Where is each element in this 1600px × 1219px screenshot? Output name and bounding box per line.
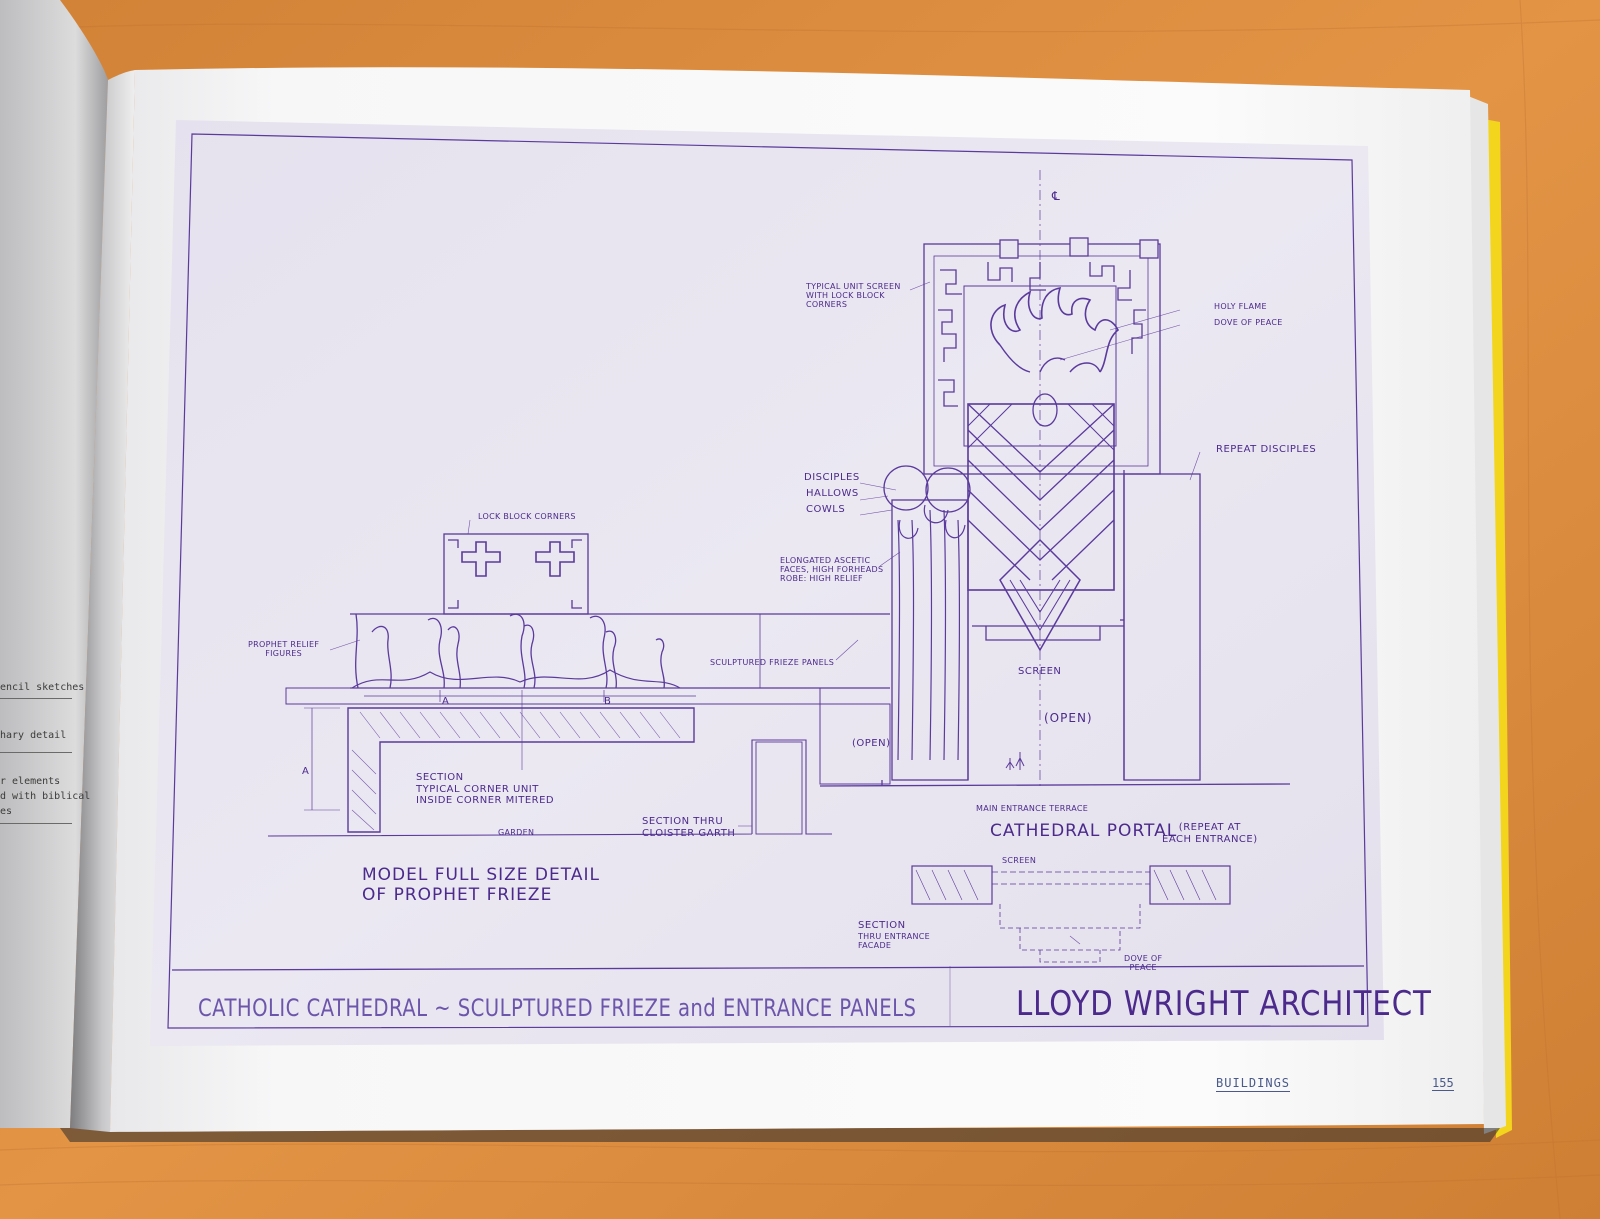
label-elongated-faces: ELONGATED ASCETIC FACES, HIGH FORHEADS R…: [780, 556, 884, 584]
label-frieze-panels: SCULPTURED FRIEZE PANELS: [710, 658, 835, 667]
label-dim-a-vertical: A: [302, 766, 310, 777]
label-section-entrance: SECTION THRU ENTRANCE FACADE: [858, 920, 931, 950]
label-section-corner: SECTION TYPICAL CORNER UNIT INSIDE CORNE…: [416, 772, 555, 806]
left-page: [0, 0, 108, 1128]
label-model-full-size-detail: MODEL FULL SIZE DETAIL OF PROPHET FRIEZE: [362, 865, 600, 905]
label-repeat-disciples: REPEAT DISCIPLES: [1216, 444, 1317, 455]
left-caption-rule-1: [0, 698, 72, 699]
label-disciples: DISCIPLES: [804, 472, 860, 483]
left-caption-1: encil sketches: [0, 682, 85, 693]
label-cowls: COWLS: [806, 504, 846, 515]
label-cathedral-portal: CATHEDRAL PORTAL: [990, 821, 1178, 841]
label-open-center: (OPEN): [1044, 711, 1093, 725]
label-section-cloister: SECTION THRU CLOISTER GARTH: [642, 816, 736, 839]
label-hallows: HALLOWS: [806, 488, 859, 499]
drawing-sheet: [150, 120, 1384, 1046]
leader-lines: [329, 281, 1201, 945]
left-caption-4: d with biblical: [0, 791, 91, 802]
label-typical-unit: TYPICAL UNIT SCREEN WITH LOCK BLOCK CORN…: [806, 282, 901, 310]
label-main-terrace: MAIN ENTRANCE TERRACE: [976, 804, 1089, 813]
label-screen-plan: SCREEN: [1002, 856, 1037, 865]
label-holy-flame: HOLY FLAME: [1214, 302, 1267, 311]
label-dim-a: A: [442, 696, 450, 707]
book-cover-edge: [60, 1128, 1500, 1142]
left-caption-5: es: [0, 806, 13, 817]
label-prophet-relief: PROPHET RELIEF FIGURES: [248, 640, 320, 659]
page-number: 155: [1432, 1076, 1454, 1091]
label-dove-of-peace: DOVE OF PEACE: [1214, 318, 1283, 327]
portal-tower: [883, 170, 1201, 790]
book-gutter: [70, 70, 135, 1132]
left-caption-rule-2: [0, 752, 72, 753]
label-open-left: (OPEN): [852, 738, 891, 749]
label-lock-block-corners: LOCK BLOCK CORNERS: [478, 512, 576, 521]
prophet-frieze: [267, 533, 891, 837]
drawing-title: CATHOLIC CATHEDRAL ~ SCULPTURED FRIEZE a…: [198, 994, 917, 1022]
title-block-line: [171, 965, 1365, 971]
left-caption-3: r elements: [0, 776, 61, 787]
label-screen: SCREEN: [1018, 666, 1062, 677]
left-caption-2: hary detail: [0, 730, 67, 741]
running-head-section: BUILDINGS: [1216, 1076, 1291, 1092]
page-stack: [1468, 96, 1506, 1134]
label-repeat-at-entrance: (REPEAT AT EACH ENTRANCE): [1162, 822, 1258, 845]
architectural-drawing: [167, 133, 1369, 1029]
drawing-border: [167, 133, 1369, 1029]
centerline-symbol: ℄: [1052, 189, 1061, 203]
entrance-plan-section: [911, 865, 1231, 963]
left-caption-rule-3: [0, 823, 72, 824]
label-dove-plan: DOVE OF PEACE: [1124, 954, 1163, 973]
architect-signature: LLOYD WRIGHT ARCHITECT: [1016, 984, 1432, 1024]
label-garden: GARDEN: [498, 828, 535, 837]
label-dim-b: B: [604, 696, 612, 707]
